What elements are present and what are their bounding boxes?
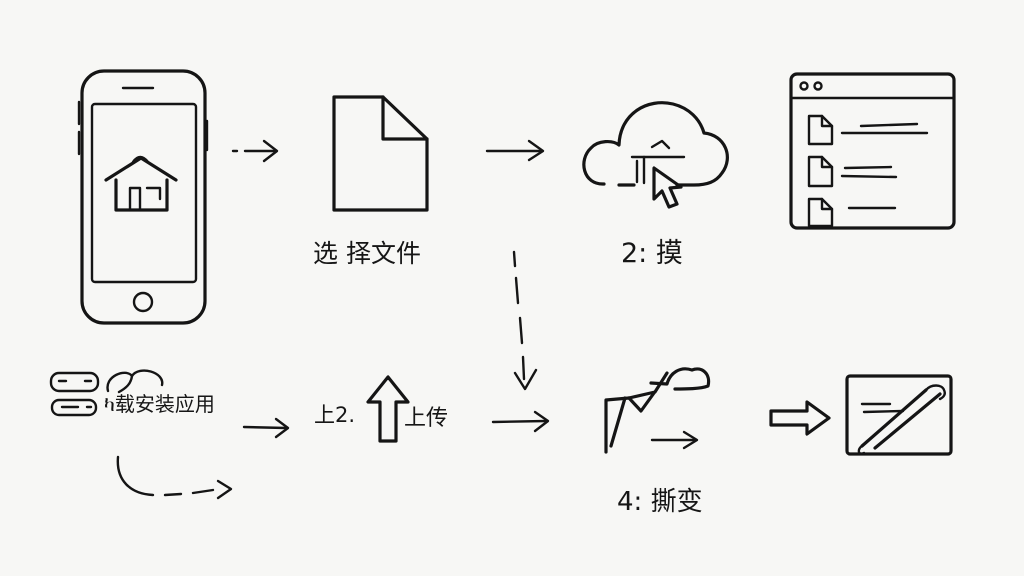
download-install-label: ካ载安装应用 bbox=[104, 392, 215, 416]
step-2-label: 2: 摸 bbox=[621, 238, 683, 269]
browser-window-icon bbox=[789, 72, 956, 230]
arrow-file-to-cloud bbox=[485, 139, 545, 162]
block-arrow bbox=[769, 400, 831, 436]
curved-dashed-arrow bbox=[116, 455, 233, 500]
upload-right-label: 上传 bbox=[404, 406, 449, 431]
arrow-phone-to-file bbox=[231, 139, 279, 163]
upload-arrow-icon bbox=[366, 375, 410, 443]
file-list-icon bbox=[807, 114, 929, 228]
smartphone-icon bbox=[77, 69, 209, 325]
upload-left-label: 上2. bbox=[314, 403, 356, 427]
cloud-sketch-small-icon bbox=[106, 369, 164, 394]
server-icon bbox=[49, 371, 100, 417]
home-icon bbox=[104, 155, 178, 212]
document-icon bbox=[332, 95, 429, 212]
chart-icon bbox=[604, 367, 711, 454]
arrow-download-to-upload bbox=[242, 417, 290, 439]
dashed-arrow-down bbox=[512, 250, 538, 391]
arrow-upload-to-chart bbox=[491, 410, 550, 433]
select-file-label: 选 择文件 bbox=[313, 239, 421, 268]
cloud-icon bbox=[582, 101, 729, 187]
step-4-label: 4: 撕变 bbox=[617, 487, 703, 517]
pointer-cursor-icon bbox=[630, 139, 686, 209]
image-frame-icon bbox=[845, 374, 953, 456]
